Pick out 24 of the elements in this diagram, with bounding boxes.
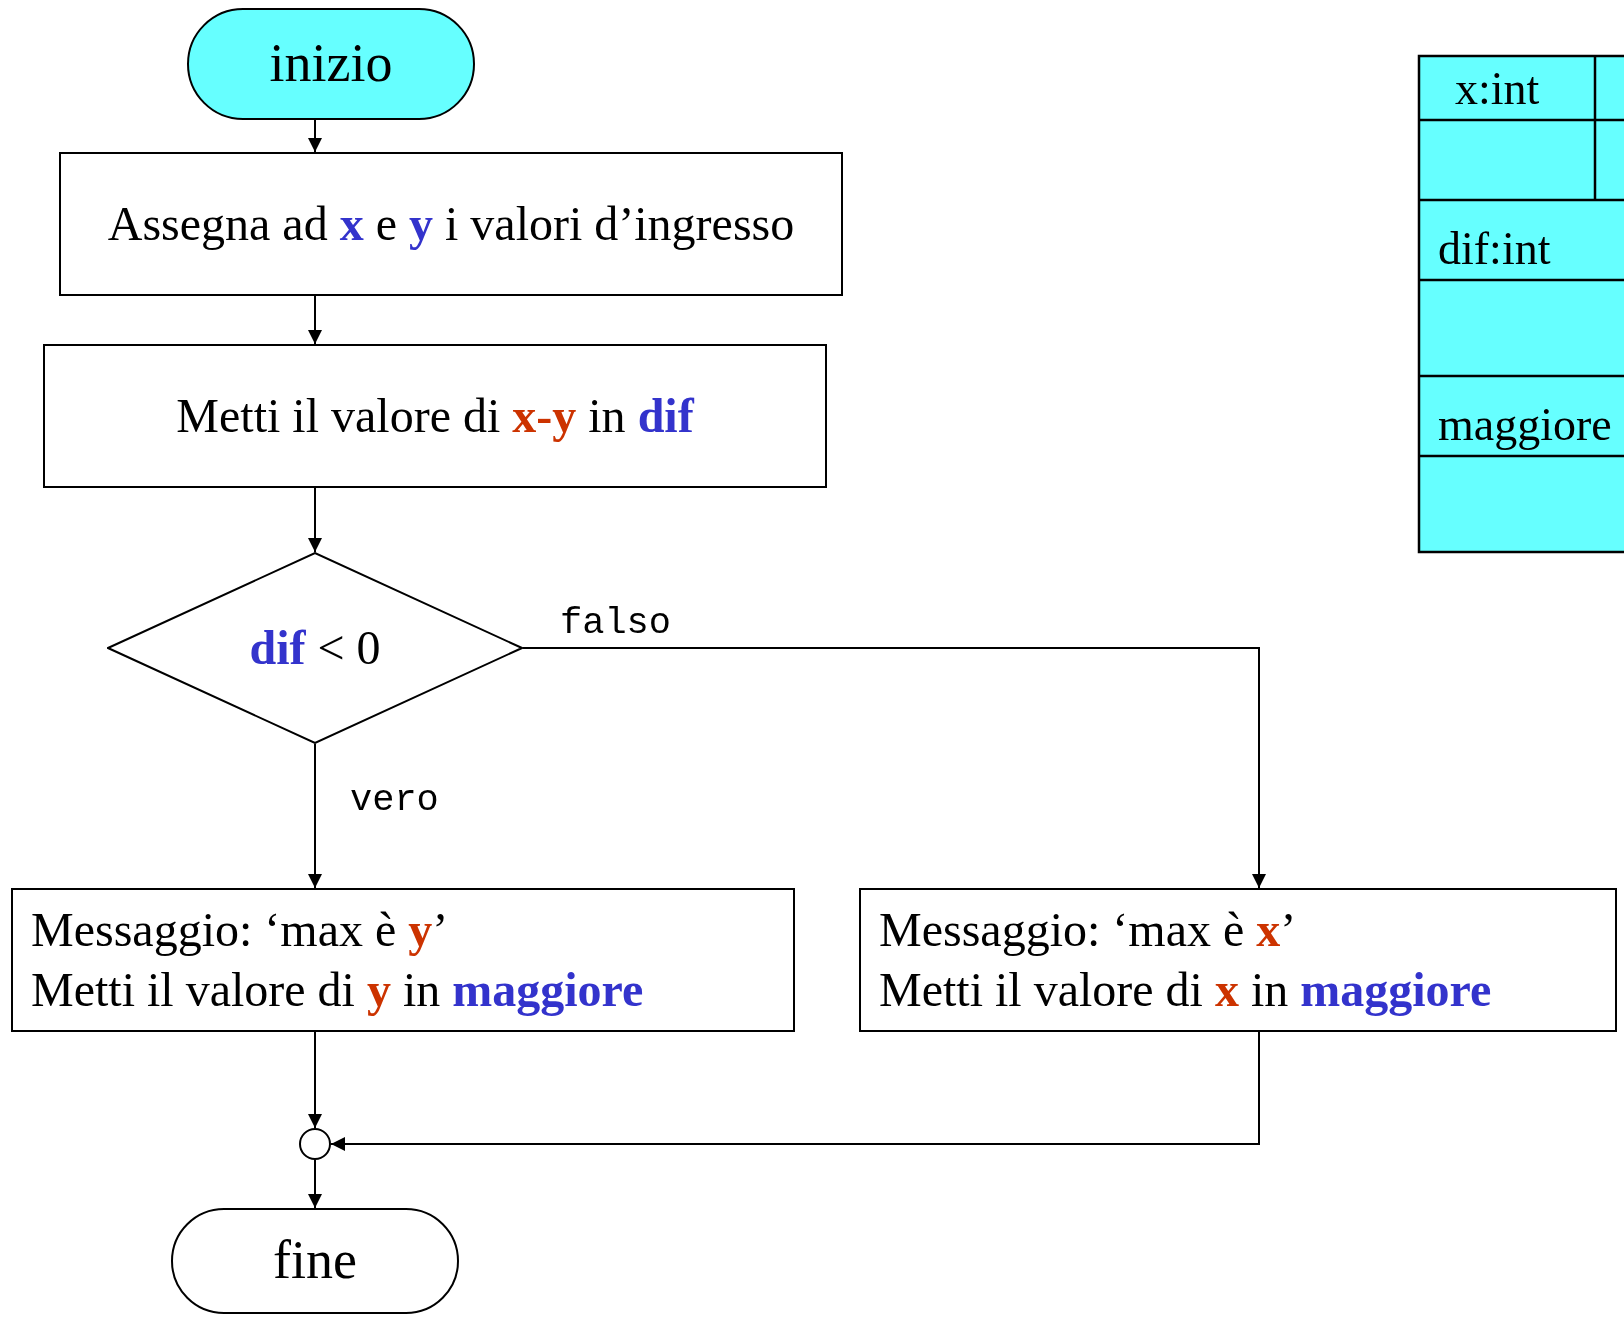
arrow bbox=[522, 647, 1266, 889]
arrow bbox=[308, 743, 322, 889]
step-text: Metti il valore di y in maggiore bbox=[31, 962, 644, 1018]
variable-name: x:int bbox=[1455, 66, 1540, 112]
step-text: Metti il valore di x-y in dif bbox=[176, 388, 694, 444]
arrow bbox=[308, 487, 322, 553]
variable-name: maggiore bbox=[1438, 402, 1612, 448]
process-box bbox=[859, 888, 1617, 1032]
arrow bbox=[308, 295, 322, 345]
terminal-label: fine bbox=[273, 1229, 357, 1293]
step-text: Messaggio: ‘max è y’ bbox=[31, 902, 449, 958]
terminal-label: inizio bbox=[269, 32, 393, 96]
step-text: Messaggio: ‘max è x’ bbox=[879, 902, 1297, 958]
process-box bbox=[59, 152, 843, 296]
step-text: Metti il valore di x in maggiore bbox=[879, 962, 1492, 1018]
variable-name: dif:int bbox=[1438, 226, 1551, 272]
condition-text: dif < 0 bbox=[249, 620, 381, 676]
arrow bbox=[330, 1031, 1260, 1151]
arrow bbox=[308, 1031, 322, 1129]
process-box bbox=[11, 888, 795, 1032]
arrow bbox=[308, 1159, 322, 1209]
step-text: Assegna ad x e y i valori d’ingresso bbox=[107, 196, 795, 252]
arrow bbox=[308, 119, 322, 153]
process-box bbox=[43, 344, 827, 488]
